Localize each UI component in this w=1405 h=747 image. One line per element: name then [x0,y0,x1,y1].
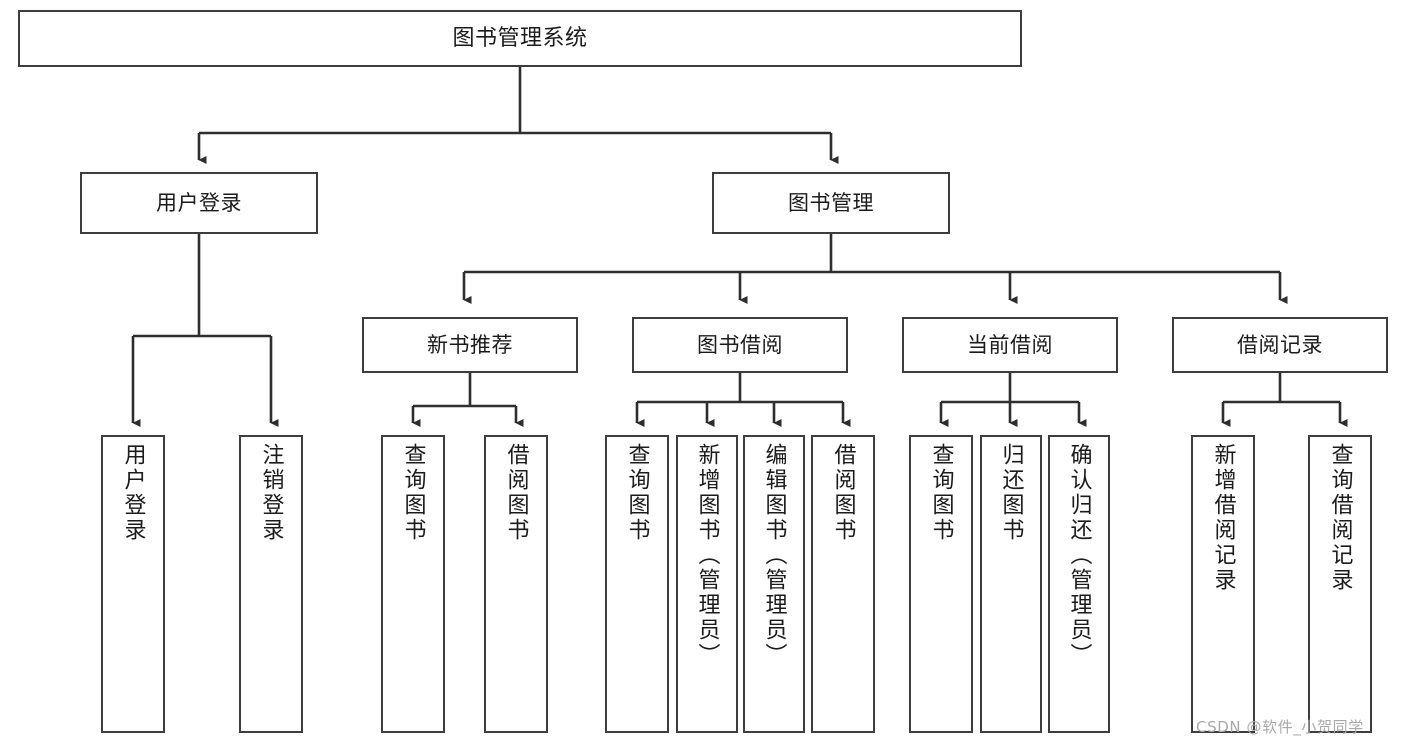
node-leaf-add-record[interactable]: 新增借阅记录 [1191,435,1255,733]
node-label: 确认归还（管理员） [1066,443,1092,668]
node-label: 借阅图书 [830,443,856,543]
node-label: 当前借阅 [967,332,1053,357]
node-label: 图书借阅 [697,332,783,357]
node-label: 用户登录 [120,443,146,543]
node-leaf-logout[interactable]: 注销登录 [239,435,303,733]
node-leaf-query-book-1[interactable]: 查询图书 [381,435,445,733]
node-book-manage[interactable]: 图书管理 [712,172,950,234]
node-label: 用户登录 [156,190,242,215]
node-leaf-query-book-3[interactable]: 查询图书 [909,435,973,733]
node-label: 归还图书 [998,443,1024,543]
node-label: 图书管理 [788,190,874,215]
node-root-system[interactable]: 图书管理系统 [18,10,1022,67]
node-label: 查询借阅记录 [1327,443,1353,593]
node-leaf-edit-book[interactable]: 编辑图书（管理员） [743,435,805,733]
node-new-book-rec[interactable]: 新书推荐 [362,317,578,373]
node-leaf-query-book-2[interactable]: 查询图书 [605,435,669,733]
node-label: 注销登录 [258,443,284,543]
node-leaf-borrow-book-1[interactable]: 借阅图书 [484,435,548,733]
node-leaf-query-record[interactable]: 查询借阅记录 [1308,435,1372,733]
node-current-borrow[interactable]: 当前借阅 [902,317,1118,373]
node-label: 借阅图书 [503,443,529,543]
node-user-login[interactable]: 用户登录 [80,172,318,234]
node-label: 编辑图书（管理员） [761,443,787,668]
node-leaf-confirm-return[interactable]: 确认归还（管理员） [1048,435,1110,733]
node-label: 新增借阅记录 [1210,443,1236,593]
node-leaf-return-book[interactable]: 归还图书 [980,435,1042,733]
node-label: 图书管理系统 [452,25,588,51]
node-label: 查询图书 [400,443,426,543]
node-leaf-borrow-book-2[interactable]: 借阅图书 [811,435,875,733]
node-book-borrow[interactable]: 图书借阅 [632,317,848,373]
node-leaf-user-login[interactable]: 用户登录 [101,435,165,733]
node-borrow-record[interactable]: 借阅记录 [1172,317,1388,373]
node-label: 查询图书 [624,443,650,543]
node-label: 借阅记录 [1237,332,1323,357]
node-label: 查询图书 [928,443,954,543]
node-label: 新书推荐 [427,332,513,357]
node-leaf-add-book[interactable]: 新增图书（管理员） [676,435,738,733]
node-label: 新增图书（管理员） [694,443,720,668]
